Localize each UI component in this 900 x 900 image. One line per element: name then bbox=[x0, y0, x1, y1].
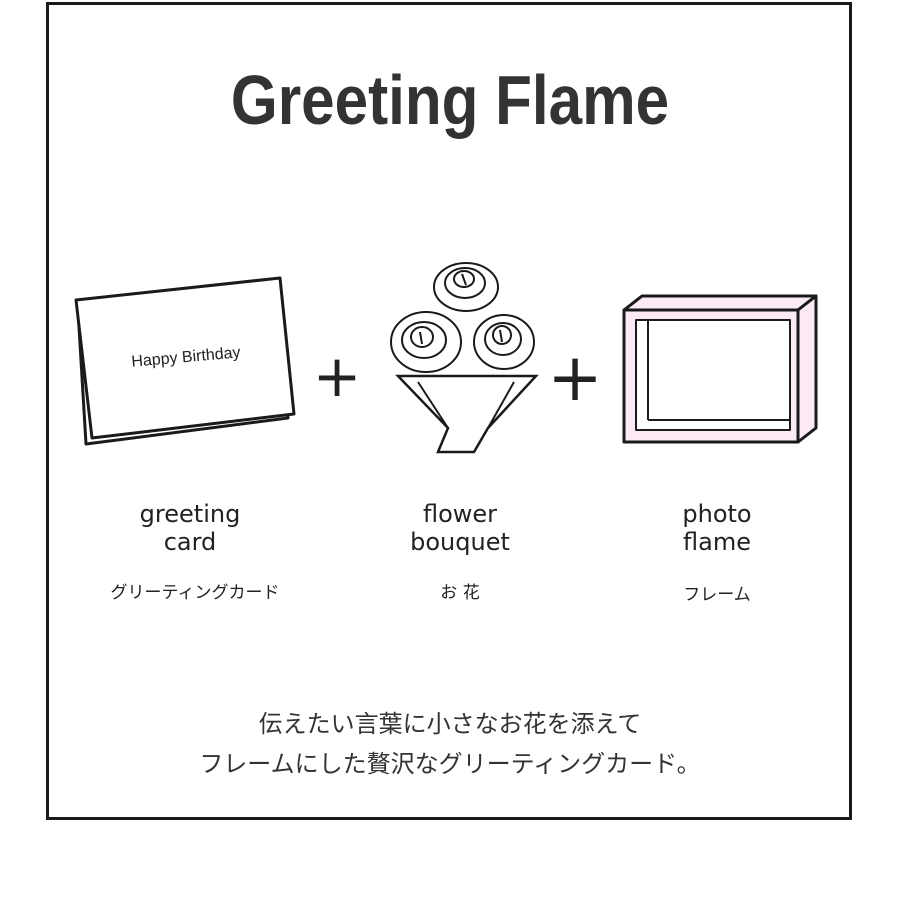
item-photo-frame-jp: フレーム bbox=[683, 585, 751, 605]
photo-frame-icon bbox=[622, 294, 818, 444]
greeting-card-icon: Happy Birthday bbox=[74, 276, 296, 446]
description-line-1: 伝えたい言葉に小さなお花を添えて bbox=[258, 710, 642, 738]
item-photo-frame-name: photo flame bbox=[682, 500, 752, 556]
item-greeting-card-jp: グリーティングカード bbox=[110, 583, 280, 603]
item-greeting-card-name: greeting card bbox=[139, 500, 241, 556]
page-title: Greeting Flame bbox=[230, 61, 670, 139]
flower-bouquet-icon bbox=[390, 262, 539, 454]
plus-icon: + bbox=[313, 342, 362, 410]
item-flower-bouquet-jp: お 花 bbox=[440, 583, 480, 603]
plus-icon: + bbox=[547, 339, 602, 416]
item-flower-bouquet-name: flower bouquet bbox=[410, 500, 510, 556]
description-line-2: フレームにした贅沢なグリーティングカード。 bbox=[199, 750, 701, 778]
